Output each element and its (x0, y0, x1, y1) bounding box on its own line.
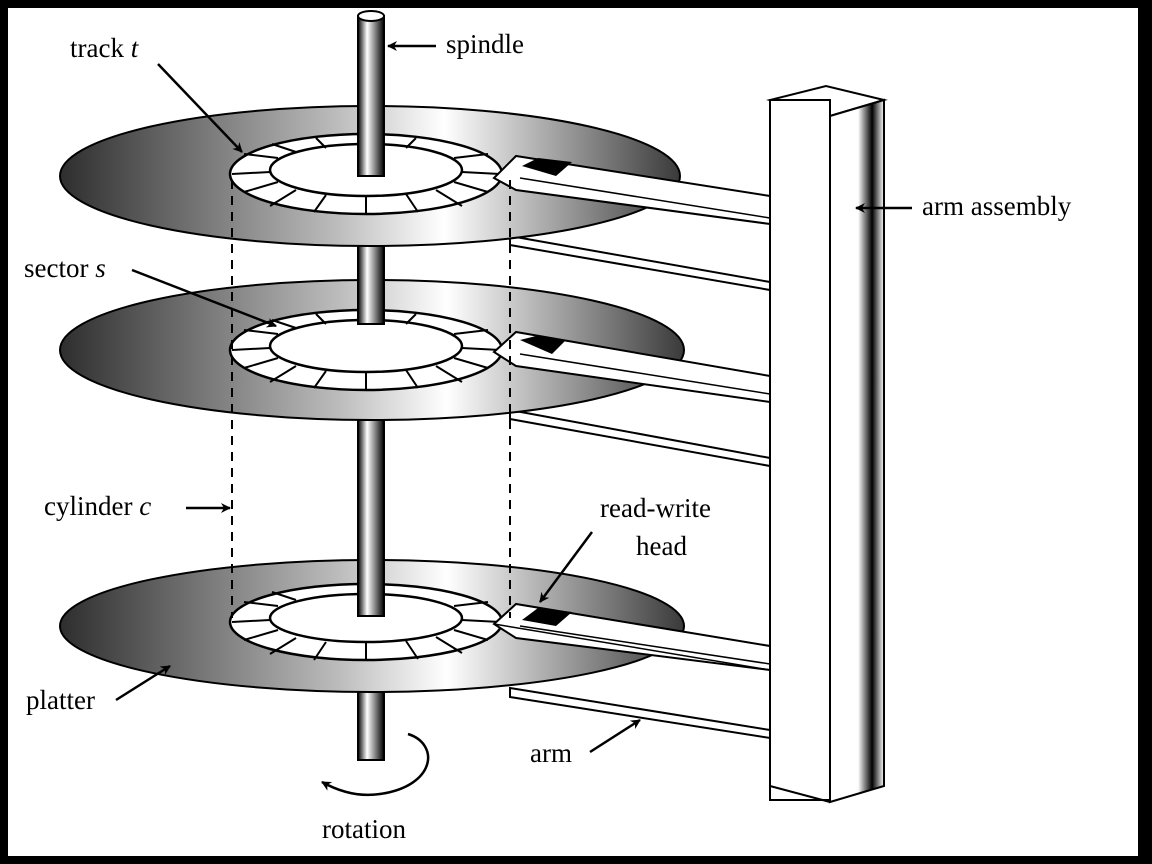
spindle-cap (357, 10, 385, 22)
arm-label: arm (530, 738, 572, 768)
platter-bottom (59, 419, 771, 740)
cylinder-label: cylinder c (44, 491, 151, 521)
spindle-top (357, 15, 385, 177)
spindle-bottom (357, 689, 385, 761)
sector-label: sector s (24, 253, 106, 283)
arm-arrow-icon (589, 718, 641, 754)
read-write-head-icon (522, 158, 572, 176)
spindle-segment (357, 243, 385, 325)
read-write-head-icon (522, 608, 572, 626)
track-ring (228, 308, 504, 392)
platter-label: platter (26, 685, 95, 715)
platter-arrow-icon (115, 664, 171, 702)
sector-arrow-icon (131, 268, 277, 328)
arm-assembly-label: arm assembly (922, 191, 1072, 221)
rotation-label: rotation (322, 814, 406, 844)
read-write-head-label-line1: read-write (600, 493, 711, 523)
arm-assembly-column (766, 84, 888, 804)
read-write-head-arrow-icon (538, 531, 594, 603)
spindle-segment (357, 419, 385, 617)
read-write-head-icon (520, 336, 566, 354)
rotation-arrow-icon (321, 732, 430, 797)
spindle-label: spindle (446, 29, 524, 59)
read-write-head-label-line2: head (636, 531, 687, 561)
track-label: track t (70, 33, 140, 63)
platter-middle (59, 243, 771, 468)
cylinder-lines (231, 180, 511, 618)
track-arrow-icon (157, 63, 243, 153)
